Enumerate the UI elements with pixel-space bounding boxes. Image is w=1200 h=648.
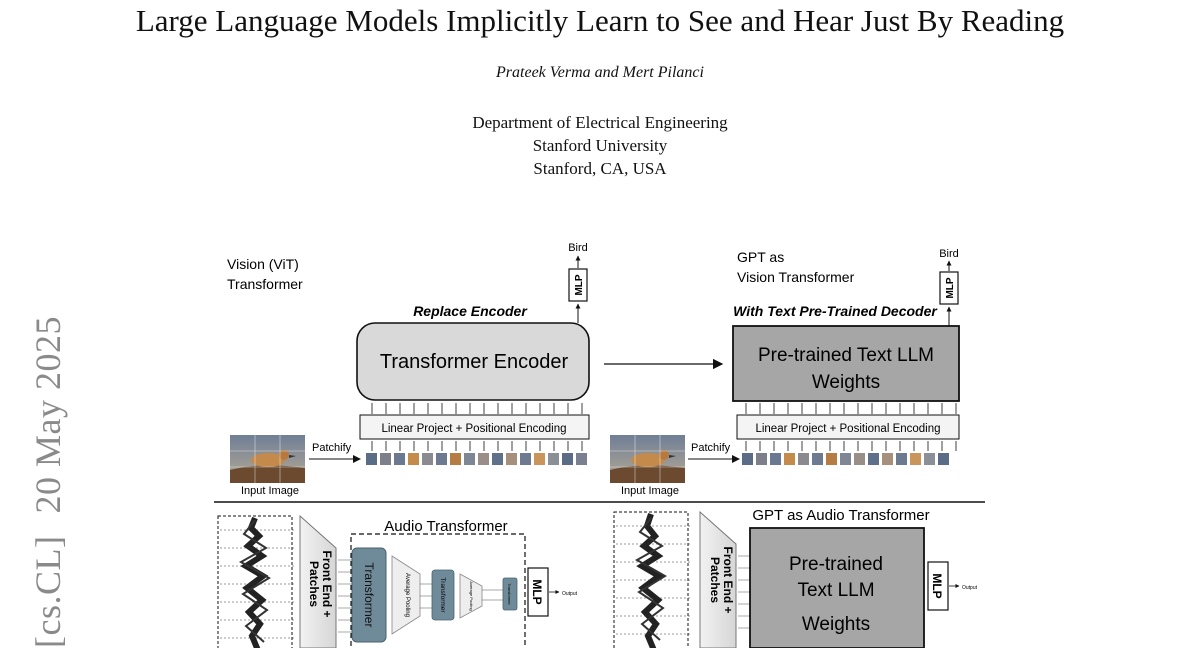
gpt-vision-projection-label: Linear Project + Positional Encoding bbox=[755, 423, 940, 435]
vit-output-label: Bird bbox=[568, 242, 588, 254]
gpt-vision-panel: GPT as Vision Transformer With Text Pre-… bbox=[610, 248, 960, 497]
gpt-audio-panel: Front End + Patches GPT as Audio Transfo… bbox=[613, 507, 978, 648]
audio-transformer-block-2-label: Transformer bbox=[439, 577, 446, 613]
affiliation-location: Stanford, CA, USA bbox=[533, 159, 667, 178]
gpt-vision-llm-line1: Pre-trained Text LLM bbox=[758, 345, 934, 366]
gpt-audio-waveform-frame bbox=[613, 511, 689, 648]
affiliation-department: Department of Electrical Engineering bbox=[472, 113, 728, 132]
paper-title: Large Language Models Implicitly Learn t… bbox=[135, 3, 1065, 38]
vit-token-arrows-lower bbox=[371, 441, 583, 451]
vit-patch-strip bbox=[366, 453, 587, 465]
gpt-audio-mlp-label: MLP bbox=[930, 573, 944, 598]
gpt-vision-mlp-label: MLP bbox=[945, 277, 956, 298]
transformer-encoder-box bbox=[356, 322, 590, 401]
audio-pooling-1-label: Average Pooling bbox=[404, 573, 410, 617]
audio-output-label: Output bbox=[562, 591, 578, 597]
audio-front-end-block bbox=[299, 514, 337, 648]
paper-authors: Prateek Verma and Mert Pilanci bbox=[496, 64, 704, 81]
gpt-vision-llm-box bbox=[732, 325, 960, 402]
vit-note: Replace Encoder bbox=[413, 303, 528, 319]
gpt-vision-output-label: Bird bbox=[939, 248, 959, 260]
vit-input-label: Input Image bbox=[241, 485, 299, 497]
vit-token-arrows-upper bbox=[371, 403, 583, 414]
audio-pooling-2 bbox=[459, 573, 483, 619]
vit-label-line1: Vision (ViT) bbox=[227, 256, 299, 272]
gpt-vision-projection-box bbox=[736, 414, 960, 440]
audio-transformer-label: Audio Transformer bbox=[384, 518, 507, 535]
vit-panel: Vision (ViT) Transformer Replace Encoder… bbox=[227, 242, 590, 497]
affiliation-university: Stanford University bbox=[532, 136, 668, 155]
gpt-vision-mlp-box bbox=[939, 271, 959, 305]
transformer-encoder-label: Transformer Encoder bbox=[380, 351, 569, 373]
vit-mlp-box bbox=[568, 268, 588, 302]
gpt-vision-patch-strip bbox=[742, 453, 949, 465]
gpt-audio-label: GPT as Audio Transformer bbox=[752, 507, 929, 524]
audio-panel: Front End + Patches Audio Transformer Tr… bbox=[217, 514, 578, 648]
vit-label-line2: Transformer bbox=[227, 276, 303, 292]
gpt-vision-label-line2: Vision Transformer bbox=[737, 269, 855, 285]
audio-transformer-block-2 bbox=[431, 569, 455, 621]
audio-mlp-label: MLP bbox=[530, 579, 544, 604]
gpt-audio-llm-box bbox=[749, 527, 925, 648]
audio-pooling-1 bbox=[391, 555, 421, 635]
gpt-audio-mlp-box bbox=[927, 561, 949, 611]
audio-transformer-block-3 bbox=[502, 577, 518, 611]
gpt-audio-output-label: Output bbox=[962, 585, 978, 591]
gpt-vision-label-line1: GPT as bbox=[737, 249, 784, 265]
affiliation-block: Department of Electrical Engineering Sta… bbox=[0, 111, 1200, 180]
gpt-vision-token-arrows-lower bbox=[745, 441, 957, 451]
gpt-audio-front-end-line2: Patches bbox=[708, 557, 722, 603]
gpt-audio-llm-line1: Pre-trained bbox=[789, 554, 883, 575]
gpt-audio-llm-line2: Text LLM bbox=[797, 580, 874, 601]
gpt-vision-llm-line2: Weights bbox=[812, 372, 880, 393]
audio-transformer-frame bbox=[350, 533, 526, 648]
audio-front-end-line2: Patches bbox=[307, 561, 321, 607]
audio-transformer-block-3-label: Transformer bbox=[507, 583, 512, 605]
gpt-audio-front-end-line1: Front End + bbox=[721, 547, 735, 614]
vit-mlp-label: MLP bbox=[574, 274, 585, 295]
vit-patchify-label: Patchify bbox=[312, 442, 352, 454]
audio-transformer-block-1 bbox=[351, 547, 387, 643]
audio-pooling-2-label: Average Pooling bbox=[469, 581, 474, 610]
vit-projection-label: Linear Project + Positional Encoding bbox=[381, 423, 566, 435]
gpt-vision-input-label: Input Image bbox=[621, 485, 679, 497]
gpt-vision-note: With Text Pre-Trained Decoder bbox=[733, 303, 938, 319]
audio-front-end-line1: Front End + bbox=[320, 551, 334, 618]
vit-projection-box bbox=[359, 414, 590, 440]
audio-waveform-frame bbox=[217, 515, 293, 648]
gpt-audio-llm-line3: Weights bbox=[802, 614, 870, 635]
gpt-vision-input-image bbox=[610, 435, 685, 483]
audio-mlp-box bbox=[527, 567, 549, 617]
vit-input-image bbox=[230, 435, 305, 483]
gpt-vision-patchify-label: Patchify bbox=[691, 442, 731, 454]
gpt-audio-front-end-block bbox=[699, 510, 737, 648]
gpt-vision-token-arrows-upper bbox=[745, 403, 957, 414]
audio-transformer-block-1-label: Transformer bbox=[362, 563, 376, 628]
